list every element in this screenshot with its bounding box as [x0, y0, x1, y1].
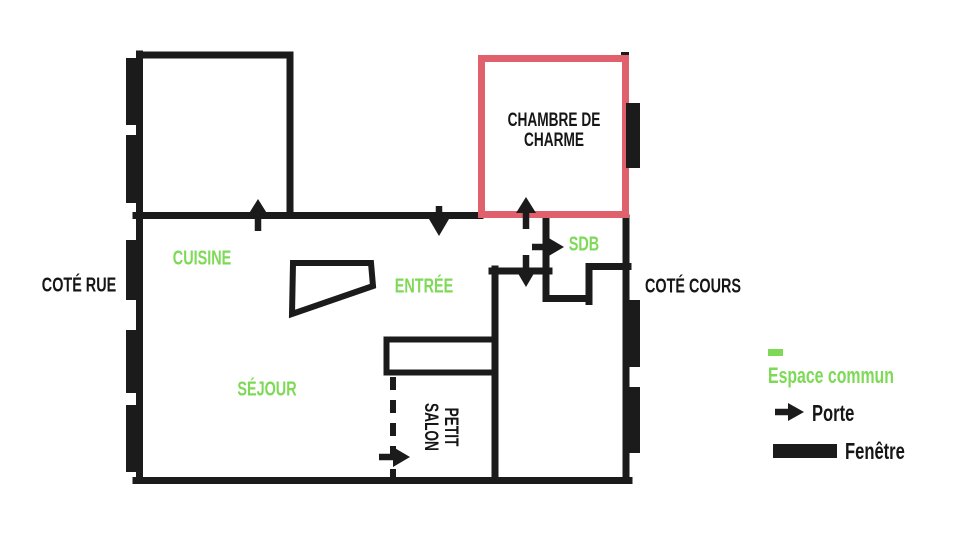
door-arrow-down-vestibule-icon — [516, 255, 536, 287]
window-bar-right-3 — [626, 387, 640, 453]
side-label-cote-rue: COTÉ RUE — [41, 274, 117, 297]
wall-topleft-room — [136, 51, 294, 219]
legend-icons — [768, 349, 837, 458]
room-label-sejour: SÉJOUR — [237, 378, 297, 401]
wall-sdb-left-bottom — [542, 215, 593, 302]
window-bar-right-2 — [626, 300, 640, 367]
room-label-petit-salon: PETIT SALON — [420, 403, 461, 451]
legend-fenetre-label: Fenêtre — [845, 438, 905, 464]
window-bar-left-2 — [126, 135, 140, 203]
window-bar-left-5 — [126, 405, 140, 472]
fenetre-bar-icon — [773, 444, 837, 458]
window-bar-right-1 — [626, 103, 640, 168]
chambre-highlight-outline — [478, 55, 629, 218]
room-label-entree: ENTRÉE — [394, 275, 454, 298]
room-label-sdb: SDB — [568, 233, 600, 256]
chambre-line2: CHARME — [523, 130, 585, 151]
petit-salon-line1: PETIT — [440, 407, 461, 447]
legend-porte-label: Porte — [812, 400, 855, 426]
kitchen-counter-shape — [288, 260, 377, 319]
window-bar-left-1 — [126, 58, 140, 125]
door-arrow-up-chambre-icon — [516, 197, 536, 229]
door-arrow-up-topleft-room-icon — [248, 199, 268, 231]
chambre-line1: CHAMBRE DE — [507, 110, 601, 131]
windows — [126, 58, 640, 472]
side-label-cote-cours: COTÉ COURS — [644, 275, 742, 298]
petit-salon-line2: SALON — [420, 403, 441, 451]
window-bar-left-3 — [126, 240, 140, 300]
legend-espace-commun-label: Espace commun — [768, 363, 894, 388]
door-arrow-right-petit-salon-icon — [379, 447, 410, 467]
room-label-chambre: CHAMBRE DE CHARME — [508, 111, 601, 151]
door-arrow-right-sdb-icon — [532, 237, 564, 257]
door-arrows — [248, 197, 564, 467]
porte-arrow-icon — [775, 403, 804, 421]
window-bar-left-4 — [126, 330, 140, 393]
door-arrow-down-entrance-icon — [429, 206, 449, 236]
wall-closet — [383, 336, 495, 376]
wall-sdb-step — [585, 263, 632, 305]
room-label-cuisine: CUISINE — [172, 247, 232, 270]
green-mark — [768, 349, 783, 356]
